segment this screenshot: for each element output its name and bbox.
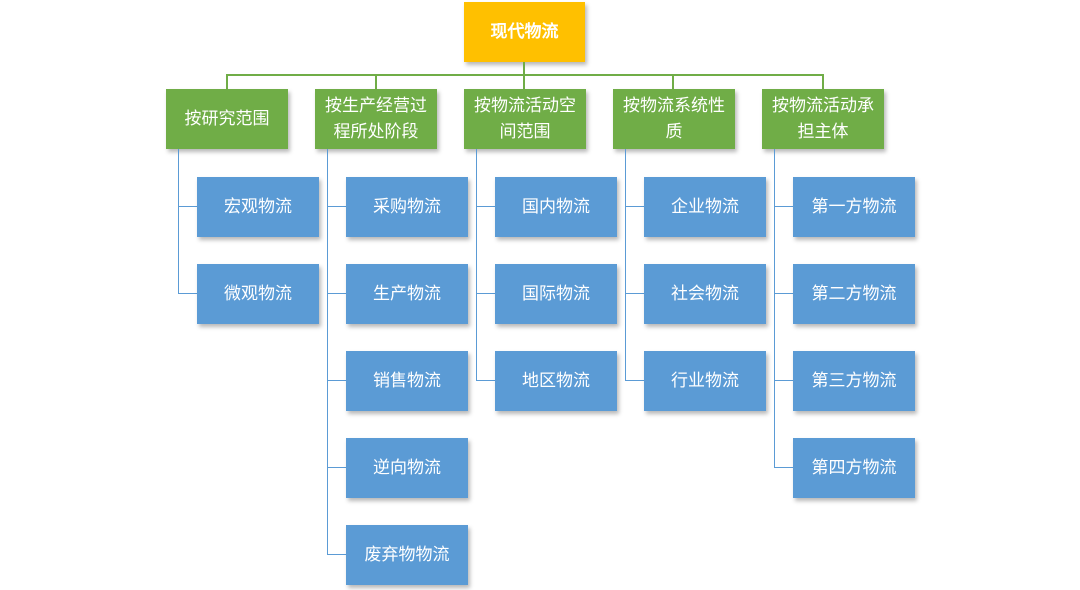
leaf-connector — [476, 206, 495, 207]
category-drop-connector-0 — [226, 74, 228, 89]
leaf-label: 第一方物流 — [811, 197, 897, 217]
leaf-label: 第四方物流 — [811, 458, 897, 478]
leaf-label: 宏观物流 — [224, 197, 292, 217]
leaf-node-procurement-logistics: 采购物流 — [346, 177, 468, 237]
category-label: 按物流系统性 质 — [623, 96, 725, 142]
leaf-node-domestic-logistics: 国内物流 — [495, 177, 617, 237]
leaf-node-social-logistics: 社会物流 — [644, 264, 766, 324]
leaf-connector — [476, 293, 495, 294]
leaf-node-enterprise-logistics: 企业物流 — [644, 177, 766, 237]
leaf-connector — [327, 467, 346, 468]
category-4-spine — [774, 149, 775, 468]
category-drop-connector-2 — [523, 74, 525, 89]
leaf-connector — [327, 293, 346, 294]
leaf-connector — [327, 206, 346, 207]
root-node-label: 现代物流 — [490, 22, 559, 42]
leaf-label: 生产物流 — [373, 284, 441, 304]
leaf-connector — [327, 554, 346, 555]
leaf-label: 废弃物物流 — [364, 545, 450, 565]
leaf-node-regional-logistics: 地区物流 — [495, 351, 617, 411]
leaf-label: 行业物流 — [671, 371, 739, 391]
category-node-responsible-party: 按物流活动承 担主体 — [762, 89, 884, 149]
leaf-node-third-party-logistics: 第三方物流 — [793, 351, 915, 411]
leaf-node-production-logistics: 生产物流 — [346, 264, 468, 324]
leaf-connector — [178, 293, 197, 294]
leaf-label: 微观物流 — [224, 284, 292, 304]
category-drop-connector-3 — [672, 74, 674, 89]
leaf-label: 国内物流 — [522, 197, 590, 217]
leaf-node-first-party-logistics: 第一方物流 — [793, 177, 915, 237]
category-node-production-stage: 按生产经营过 程所处阶段 — [315, 89, 437, 149]
category-label: 按物流活动空 间范围 — [474, 96, 576, 142]
leaf-connector — [774, 293, 793, 294]
leaf-connector — [625, 206, 644, 207]
category-3-spine — [625, 149, 626, 381]
leaf-connector — [476, 380, 495, 381]
category-0-spine — [178, 149, 179, 294]
category-drop-connector-4 — [822, 74, 824, 89]
category-2-spine — [476, 149, 477, 381]
leaf-connector — [327, 380, 346, 381]
category-label: 按生产经营过 程所处阶段 — [325, 96, 427, 142]
leaf-connector — [178, 206, 197, 207]
leaf-label: 地区物流 — [522, 371, 590, 391]
leaf-node-industry-logistics: 行业物流 — [644, 351, 766, 411]
leaf-label: 企业物流 — [671, 197, 739, 217]
leaf-label: 第三方物流 — [811, 371, 897, 391]
leaf-label: 采购物流 — [373, 197, 441, 217]
category-node-research-scope: 按研究范围 — [166, 89, 288, 149]
leaf-node-international-logistics: 国际物流 — [495, 264, 617, 324]
leaf-connector — [774, 380, 793, 381]
leaf-connector — [625, 293, 644, 294]
leaf-connector — [774, 467, 793, 468]
leaf-label: 国际物流 — [522, 284, 590, 304]
leaf-node-macro-logistics: 宏观物流 — [197, 177, 319, 237]
leaf-node-sales-logistics: 销售物流 — [346, 351, 468, 411]
leaf-label: 销售物流 — [373, 371, 441, 391]
leaf-node-waste-logistics: 废弃物物流 — [346, 525, 468, 585]
leaf-label: 第二方物流 — [811, 284, 897, 304]
leaf-node-second-party-logistics: 第二方物流 — [793, 264, 915, 324]
leaf-connector — [774, 206, 793, 207]
category-1-spine — [327, 149, 328, 555]
leaf-node-micro-logistics: 微观物流 — [197, 264, 319, 324]
category-drop-connector-1 — [375, 74, 377, 89]
category-node-system-nature: 按物流系统性 质 — [613, 89, 735, 149]
category-label: 按研究范围 — [184, 109, 270, 129]
leaf-connector — [625, 380, 644, 381]
root-stem-connector — [523, 62, 525, 75]
category-bus-connector — [226, 74, 824, 76]
category-label: 按物流活动承 担主体 — [772, 96, 874, 142]
leaf-label: 社会物流 — [671, 284, 739, 304]
leaf-node-reverse-logistics: 逆向物流 — [346, 438, 468, 498]
category-node-spatial-scope: 按物流活动空 间范围 — [464, 89, 586, 149]
leaf-node-fourth-party-logistics: 第四方物流 — [793, 438, 915, 498]
leaf-label: 逆向物流 — [373, 458, 441, 478]
root-node-modern-logistics: 现代物流 — [464, 2, 585, 62]
